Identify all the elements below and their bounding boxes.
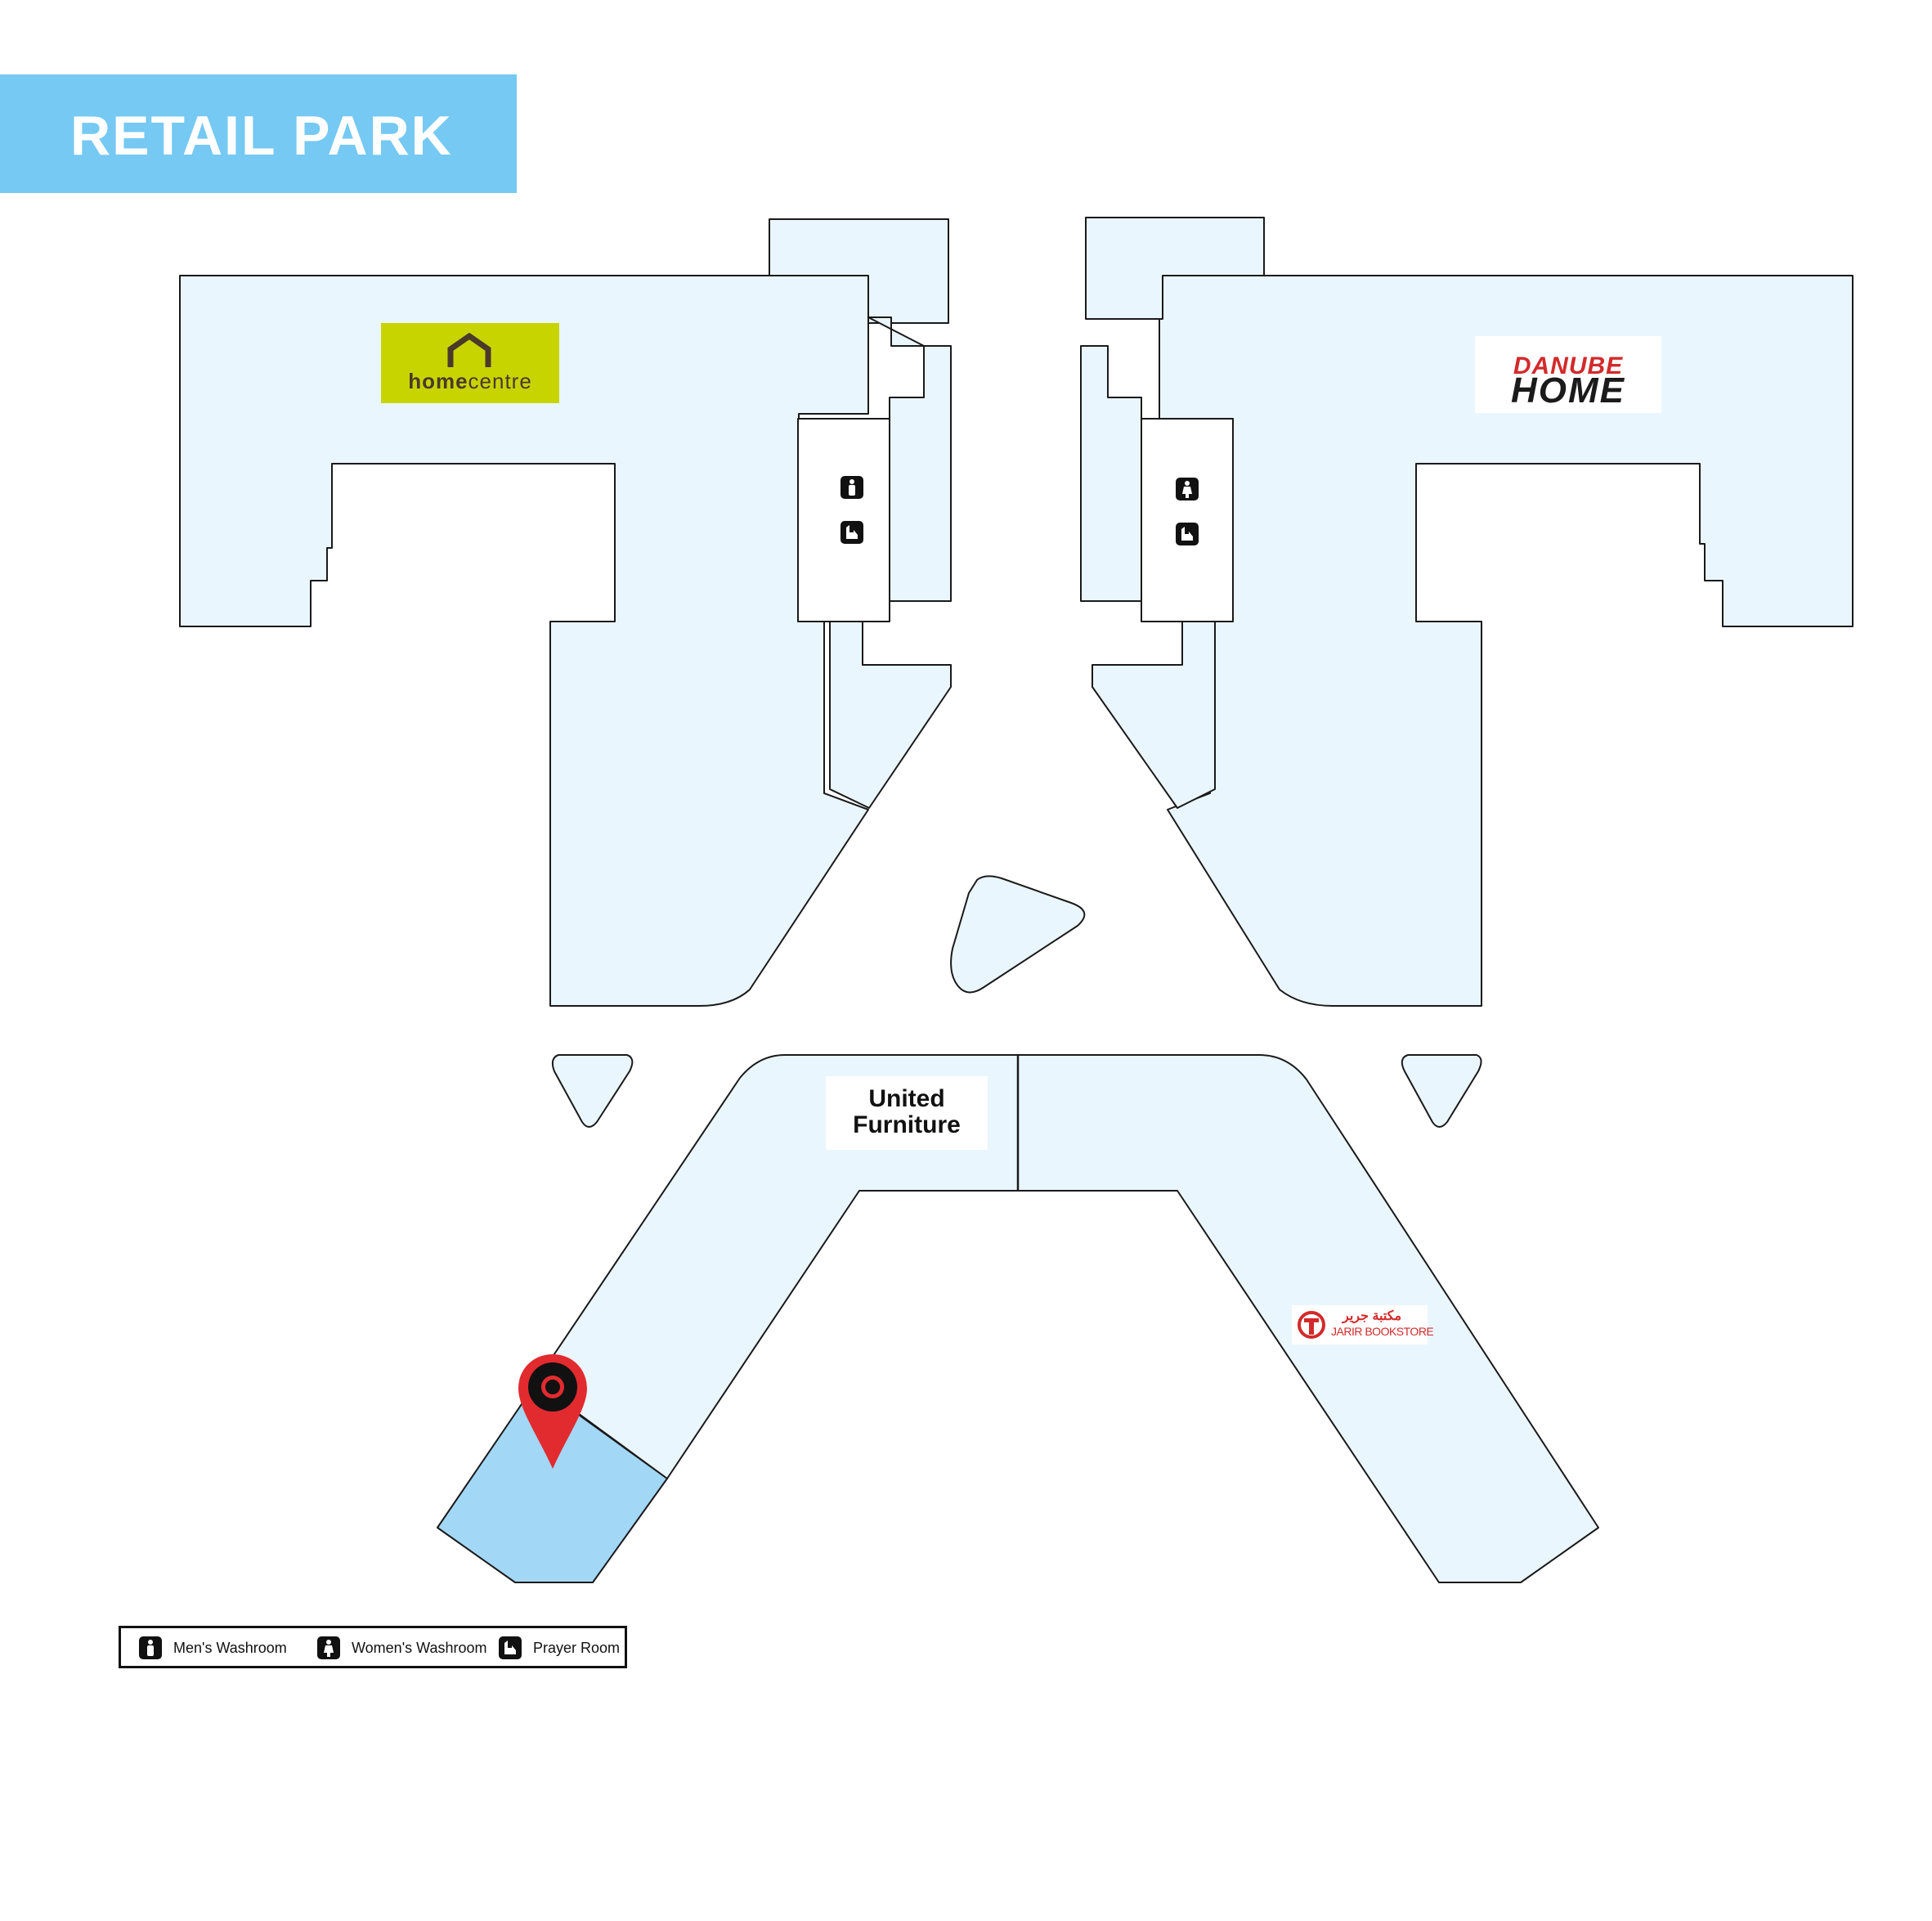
jarir-english-name: JARIR BOOKSTORE [1331,1325,1434,1338]
unit-left-triangle [551,1054,634,1128]
mens-washroom-icon [139,1636,162,1659]
unit-united-furniture-left[interactable] [535,1054,1019,1479]
unit-right-tower[interactable] [1085,217,1265,320]
home-centre-wordmark: homecentre [408,369,532,393]
legend-label: Women's Washroom [352,1639,487,1656]
unit-left-corridor[interactable] [867,316,925,347]
title-banner: RETAIL PARK [0,74,517,193]
united-furniture-line2: Furniture [853,1111,961,1138]
united-furniture-label[interactable]: United Furniture [826,1076,988,1150]
unit-highlighted[interactable] [437,1383,668,1583]
page-title: RETAIL PARK [70,105,453,167]
location-pin-icon[interactable] [518,1354,587,1469]
danube-home-line1: DANUBE [1513,352,1624,379]
legend-item-prayer: Prayer Room [499,1636,620,1659]
unit-right-triangle [1401,1054,1482,1128]
jarir-bookstore-logo[interactable]: مكتبة جرير JARIR BOOKSTORE [1292,1305,1434,1344]
mens-washroom-icon [840,476,863,499]
unit-central-island [950,875,1086,994]
jarir-emblem-icon [1298,1311,1325,1339]
unit-right-strip[interactable] [1080,345,1142,602]
unit-right-service[interactable] [1141,418,1234,622]
unit-left-strip[interactable] [889,345,952,602]
legend-label: Prayer Room [533,1639,621,1656]
unit-left-tower[interactable] [769,218,949,324]
united-furniture-line1: United [868,1085,945,1112]
unit-left-service[interactable] [797,418,890,622]
danube-home-line2: HOME [1511,370,1625,411]
legend-item-womens: Women's Washroom [317,1636,486,1659]
legend-item-mens: Men's Washroom [139,1636,287,1659]
legend-label: Men's Washroom [173,1639,287,1656]
jarir-arabic-name: مكتبة جرير [1343,1309,1402,1323]
unit-left-lower-strip[interactable] [829,621,952,809]
unit-right-lower-strip[interactable] [1092,621,1216,809]
prayer-room-icon [840,521,863,544]
womens-washroom-icon [317,1636,340,1659]
prayer-room-icon [1176,523,1199,545]
map-legend: Men's Washroom Women's Washroom Prayer R… [119,1626,627,1668]
house-icon [447,333,491,367]
womens-washroom-icon [1176,478,1199,500]
prayer-room-icon [499,1636,522,1659]
danube-home-logo[interactable]: DANUBE HOME [1475,336,1661,413]
home-centre-logo[interactable]: homecentre [381,323,559,403]
